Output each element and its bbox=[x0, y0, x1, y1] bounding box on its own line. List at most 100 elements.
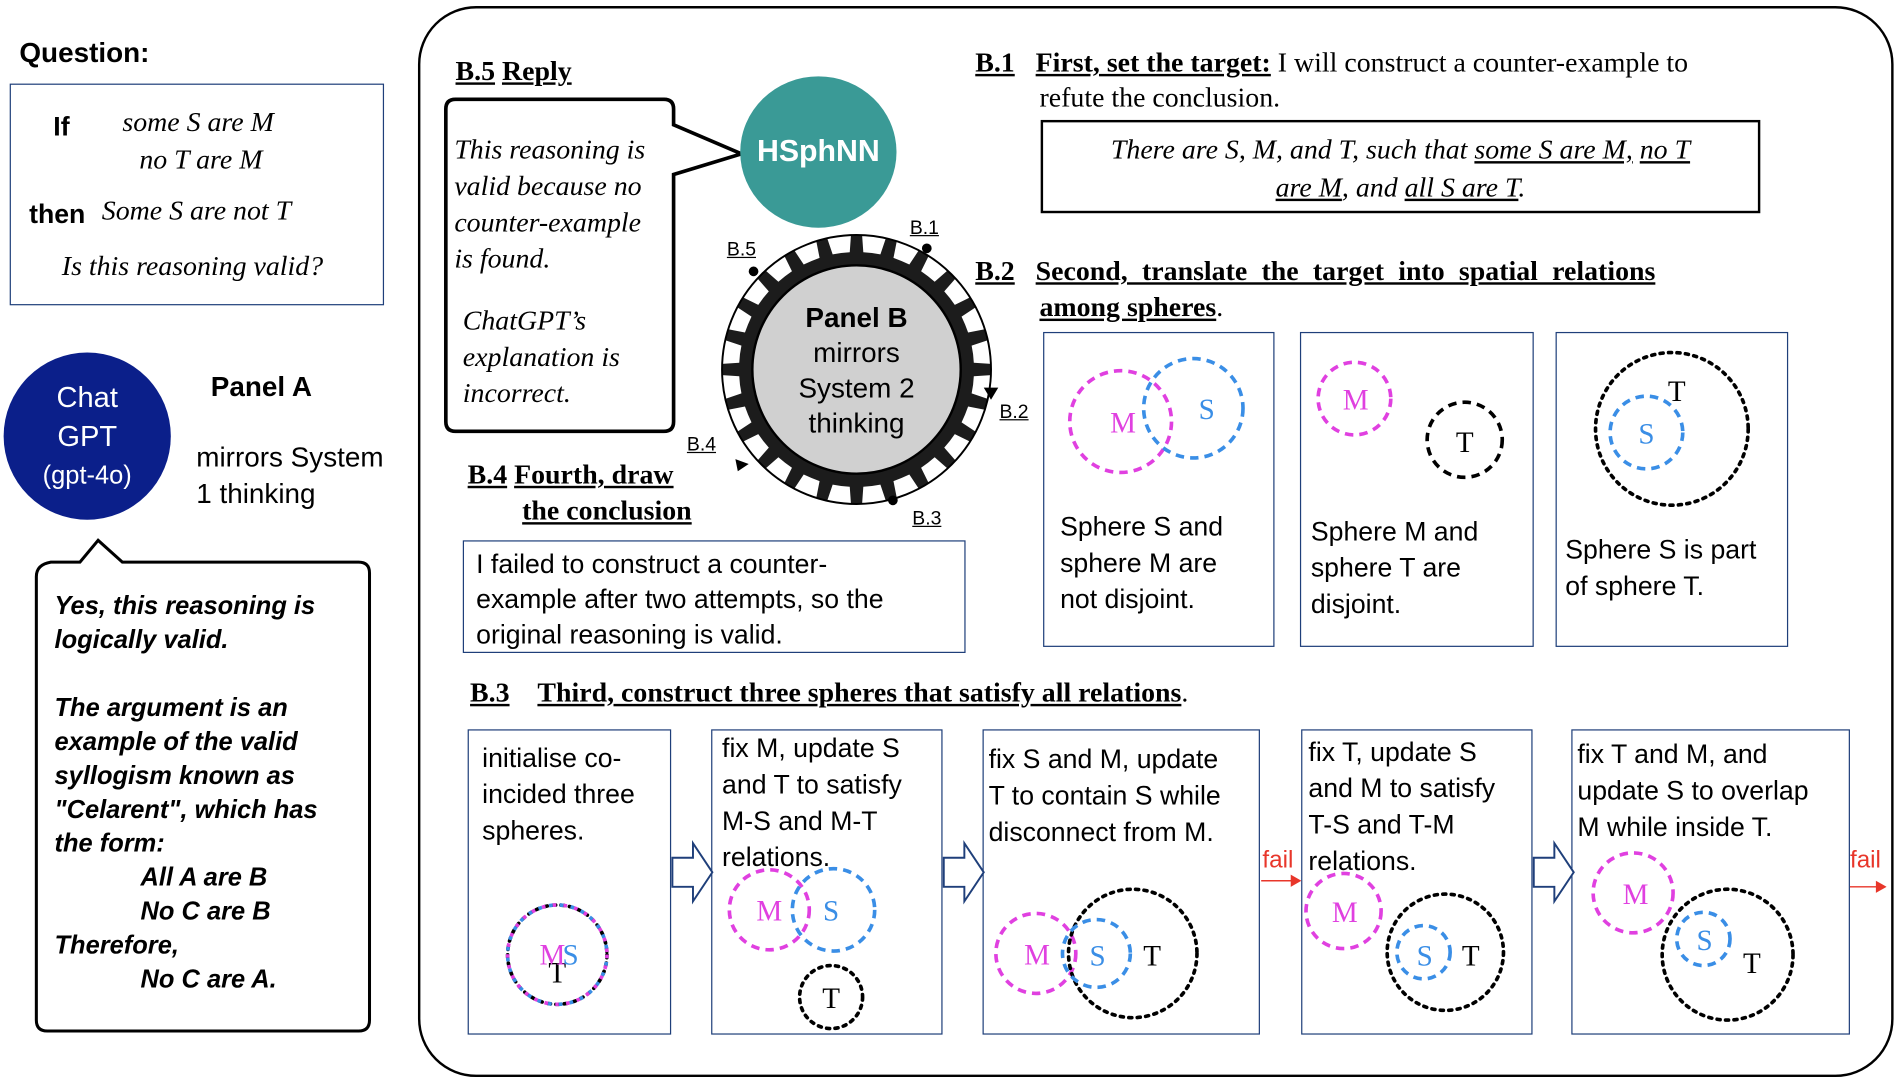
gear-hub bbox=[751, 264, 962, 475]
gear-label-1: Panel B bbox=[805, 301, 908, 334]
sphere-label-t: T bbox=[1462, 941, 1480, 973]
b5-title: Reply bbox=[501, 55, 572, 87]
b3-step-1-text: initialise co- incided three spheres. bbox=[482, 742, 635, 846]
sphere-s bbox=[1608, 394, 1685, 471]
b3-step-3-text: fix S and M, update T to contain S while… bbox=[988, 743, 1221, 847]
note-line: incorrect. bbox=[462, 377, 571, 409]
gear-label-2: mirrors bbox=[813, 336, 900, 369]
b2-title-1: Second, translate the target into spatia… bbox=[1035, 255, 1656, 286]
b3-step-2: fix M, update S and T to satisfy M-S and… bbox=[711, 729, 943, 1035]
b2-panel-2: Sphere M and sphere T are disjoint. bbox=[1299, 331, 1534, 647]
b2-title-2: among spheres bbox=[1039, 291, 1217, 323]
chatgpt-line-1: Chat bbox=[56, 381, 118, 415]
sphere-label-m: M bbox=[1110, 408, 1136, 440]
sphere-s bbox=[1141, 356, 1245, 460]
gear-label: Panel B mirrors System 2 thinking bbox=[752, 300, 960, 441]
ring-node-b5 bbox=[748, 266, 759, 277]
b3-step-5: fix T and M, and update S to overlap M w… bbox=[1571, 729, 1850, 1035]
validity-question: Is this reasoning valid? bbox=[61, 250, 324, 282]
conclusion: Some S are not T bbox=[101, 195, 292, 226]
b3-step-5-text: fix T and M, and update S to overlap M w… bbox=[1577, 739, 1809, 842]
b4-text-line: original reasoning is valid. bbox=[476, 619, 783, 650]
target-all-s-are-t: all S are T bbox=[1404, 172, 1519, 203]
fail-arrows bbox=[1261, 874, 1887, 893]
answer-therefore: Therefore, bbox=[54, 931, 179, 960]
b3-step-3: fix S and M, update T to contain S while… bbox=[982, 729, 1260, 1035]
hsphnn-bubble: HSphNN bbox=[740, 76, 897, 228]
sphere-label-m: M bbox=[1024, 939, 1050, 971]
b3-header: B.3 Third, construct three spheres that … bbox=[470, 677, 1189, 708]
sphere-label-t: T bbox=[548, 958, 566, 990]
sphere-s bbox=[790, 866, 877, 953]
next-arrow-icon bbox=[671, 840, 714, 905]
sphere-label-s: S bbox=[1199, 394, 1215, 426]
target-part: , and bbox=[1341, 172, 1405, 203]
b4-title-2: the conclusion bbox=[522, 495, 692, 526]
sphere-label-m: M bbox=[1623, 879, 1649, 911]
ring-node-b3 bbox=[888, 495, 898, 506]
b4-text-line: I failed to construct a counter- bbox=[476, 548, 828, 580]
sphere-label-m: M bbox=[1343, 384, 1369, 416]
b4-num: B.4 bbox=[467, 459, 508, 490]
chatgpt-answer: Yes, this reasoning is logically valid. … bbox=[55, 590, 318, 997]
sphere-s bbox=[1395, 923, 1452, 981]
reply-line: is found. bbox=[454, 243, 551, 274]
sphere-m bbox=[994, 911, 1078, 996]
note-line: ChatGPT’s bbox=[462, 305, 587, 336]
b2-panel-2-text: Sphere M and sphere T are disjoint. bbox=[1310, 516, 1479, 620]
panel-a-desc-2: 1 thinking bbox=[196, 477, 316, 509]
b3-step-4-text: fix T, update S and M to satisfy T-S and… bbox=[1308, 736, 1496, 876]
b2-panel-3: Sphere S is part of sphere T. bbox=[1555, 331, 1789, 647]
sphere-t bbox=[1066, 887, 1199, 1020]
b5-reply: This reasoning is valid because no count… bbox=[454, 132, 645, 277]
note-line: explanation is bbox=[462, 341, 620, 372]
reply-line: This reasoning is bbox=[454, 134, 646, 165]
fail-label-2: fail bbox=[1849, 846, 1881, 874]
ring-arrowheads bbox=[735, 387, 999, 472]
panel-a-title: Panel A bbox=[210, 370, 312, 403]
sphere-t bbox=[797, 963, 865, 1031]
sphere-label-t: T bbox=[822, 983, 840, 1015]
answer-line: The argument is an bbox=[54, 694, 288, 723]
sphere-label-t: T bbox=[1456, 427, 1474, 459]
sphere-m bbox=[1067, 368, 1174, 475]
sphere-t bbox=[1385, 892, 1506, 1013]
panel-a-desc: mirrors System 1 thinking bbox=[196, 439, 383, 512]
b1-title: First, set the target: bbox=[1035, 47, 1271, 78]
sphere-label-m: M bbox=[540, 939, 566, 971]
b5-note: ChatGPT’s explanation is incorrect. bbox=[463, 303, 620, 412]
b1-header: B.1 First, set the target: I will constr… bbox=[975, 45, 1688, 115]
b2-header: B.2 Second, translate the target into sp… bbox=[975, 255, 1656, 323]
sphere-label-t: T bbox=[1668, 376, 1686, 408]
answer-form-line: All A are B bbox=[140, 863, 268, 892]
sphere-m bbox=[1591, 851, 1675, 935]
ring-label-b5: B.5 bbox=[726, 239, 756, 261]
sphere-label-s: S bbox=[823, 896, 839, 928]
b2-num: B.2 bbox=[975, 255, 1015, 286]
b3-step-2-text: fix M, update S and T to satisfy M-S and… bbox=[722, 732, 902, 873]
fail-label-1: fail bbox=[1262, 846, 1294, 874]
b2-panel-1: Sphere S and sphere M are not disjoint. bbox=[1043, 331, 1275, 647]
next-arrow-icon bbox=[942, 840, 985, 905]
step-arrows bbox=[671, 840, 1575, 905]
chatgpt-bubble: Chat GPT (gpt-4o) bbox=[3, 352, 171, 520]
sphere-label-s: S bbox=[1417, 941, 1433, 973]
chatgpt-line-2: GPT bbox=[57, 420, 118, 454]
b3-num: B.3 bbox=[470, 677, 510, 708]
b3-title: Third, construct three spheres that sati… bbox=[537, 677, 1182, 708]
sphere-t bbox=[1593, 350, 1751, 508]
target-part: There are S, M, and T, such that bbox=[1110, 134, 1475, 165]
sphere-label-s: S bbox=[1090, 941, 1106, 973]
sphere-label-m: M bbox=[1332, 897, 1358, 929]
b2-panel-3-text: Sphere S is part of sphere T. bbox=[1565, 534, 1757, 601]
reply-line: valid because no bbox=[454, 170, 642, 202]
question-title: Question: bbox=[19, 36, 150, 68]
reply-line: counter-example bbox=[454, 207, 641, 238]
b1-target-box: There are S, M, and T, such that some S … bbox=[1040, 119, 1761, 214]
b4-title-1: Fourth, draw bbox=[514, 459, 674, 490]
then-label: then bbox=[29, 198, 86, 229]
sphere-label-s: S bbox=[1638, 418, 1654, 450]
b3-step-4: fix T, update S and M to satisfy T-S and… bbox=[1301, 729, 1533, 1035]
chatgpt-line-3: (gpt-4o) bbox=[42, 461, 132, 490]
